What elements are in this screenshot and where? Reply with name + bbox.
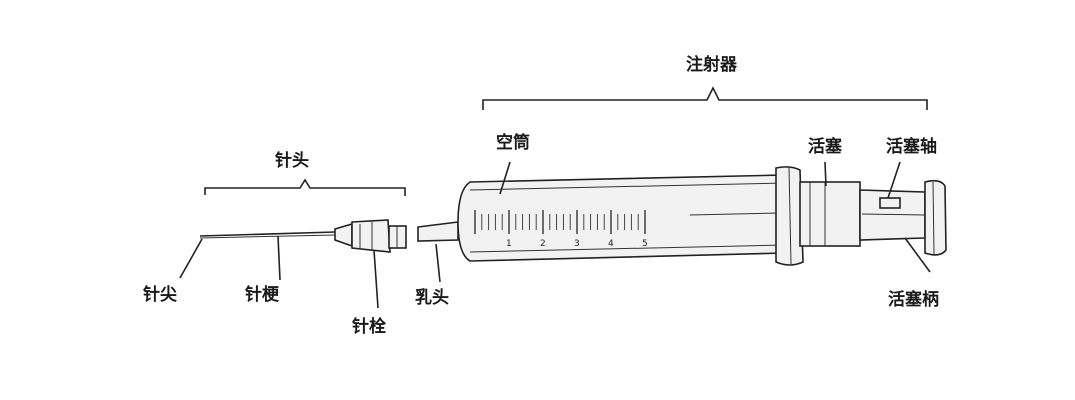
barrel xyxy=(457,174,787,262)
plunger-handle-leader xyxy=(904,237,931,273)
barrel-flange-line xyxy=(788,167,792,265)
needle-bracket xyxy=(204,178,406,196)
label-plunger-shaft: 活塞轴 xyxy=(886,136,937,157)
syringe-bracket xyxy=(482,86,928,110)
syringe-tip xyxy=(417,221,459,242)
label-plunger-handle: 活塞柄 xyxy=(888,289,939,310)
label-syringe: 注射器 xyxy=(686,54,738,75)
label-plunger: 活塞 xyxy=(808,136,843,157)
plunger-leader xyxy=(824,161,827,187)
barrel-highlight xyxy=(689,212,781,216)
needle-hub-body xyxy=(351,219,391,253)
label-needle-point: 针尖 xyxy=(143,284,178,305)
graduation-scale: 1 2 3 4 5 xyxy=(474,210,648,249)
needle-hub-leader xyxy=(373,249,379,309)
scale-number: 1 xyxy=(506,239,512,249)
needle xyxy=(199,219,407,253)
plunger-handle xyxy=(924,179,947,256)
scale-number: 2 xyxy=(540,239,546,249)
plunger-rod-notch xyxy=(879,197,901,209)
needle-point-leader xyxy=(179,238,203,279)
needle-hub-cone xyxy=(334,222,353,248)
scale-number: 5 xyxy=(642,239,648,249)
plunger-rod-line xyxy=(861,213,926,216)
scale-number: 3 xyxy=(574,239,580,249)
plunger-handle-line xyxy=(932,181,935,255)
tip-leader xyxy=(435,243,441,283)
needle-shaft xyxy=(199,231,336,237)
barrel-leader xyxy=(499,161,511,195)
label-needle: 针头 xyxy=(275,150,309,171)
label-needle-hub: 针栓 xyxy=(352,316,386,337)
plunger-seal xyxy=(799,181,861,247)
needle-shaft-edge xyxy=(199,234,336,239)
label-needle-shaft: 针梗 xyxy=(245,284,280,305)
syringe: 1 2 3 4 5 xyxy=(417,166,947,266)
barrel-inner-top xyxy=(469,182,786,191)
label-tip: 乳头 xyxy=(415,287,449,308)
needle-shaft-leader xyxy=(277,235,281,281)
label-barrel: 空筒 xyxy=(496,132,530,153)
plunger-shaft-leader xyxy=(887,161,901,199)
scale-number: 4 xyxy=(608,239,614,249)
barrel-inner-bottom xyxy=(469,244,786,253)
